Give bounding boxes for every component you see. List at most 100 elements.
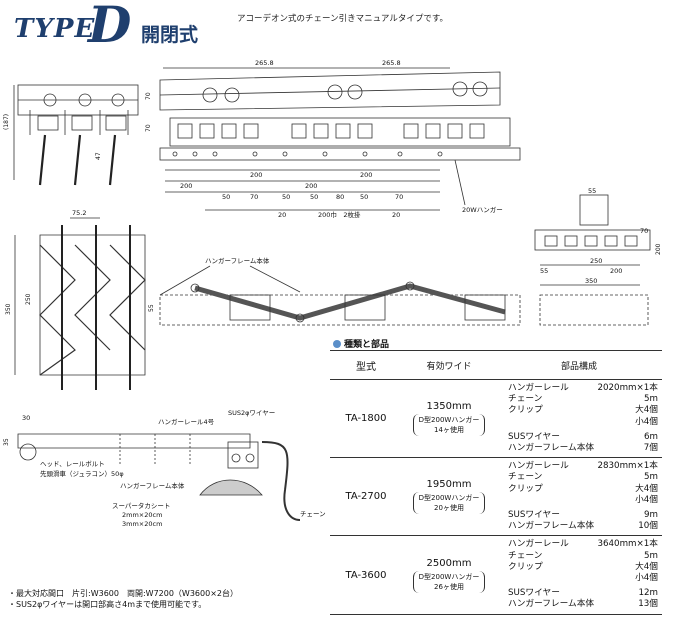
rail-front-view: 265.8 265.8 70 70 200 200 200 200 50 70 bbox=[145, 59, 521, 219]
super-tac-1: 2mm×20cm bbox=[122, 511, 162, 519]
dim-250-left: 250 bbox=[25, 293, 32, 305]
list-item: SUSワイヤー 9m bbox=[508, 510, 658, 521]
dim-80: 80 bbox=[336, 193, 344, 201]
pulley-label: 先頭滑車（ジュラコン）50φ bbox=[40, 469, 124, 478]
dim-200-right-v: 200 bbox=[655, 243, 662, 255]
list-item: クリップ 大4個 bbox=[508, 562, 658, 573]
part-value: 小4個 bbox=[635, 416, 658, 427]
dim-55-right: 55 bbox=[588, 187, 596, 195]
dim-20a: 20 bbox=[278, 211, 286, 219]
dim-50b: 50 bbox=[282, 193, 290, 201]
part-name: ハンガーフレーム本体 bbox=[508, 521, 595, 532]
part-name: クリップ bbox=[508, 561, 543, 572]
list-item: SUSワイヤー 6m bbox=[508, 432, 658, 443]
part-value: 大4個 bbox=[635, 483, 658, 494]
title-type-letter: D bbox=[88, 0, 132, 54]
list-item: クリップ大4個 bbox=[508, 484, 658, 495]
part-value: 小4個 bbox=[635, 494, 658, 505]
list-item: ハンガーフレーム本体 10個 bbox=[508, 521, 658, 532]
header-parts: 部品構成 bbox=[496, 350, 662, 380]
dim-70: 70 bbox=[250, 193, 258, 201]
dim-200-row2: 200 bbox=[180, 182, 192, 190]
hanger-frame-bottom-label: ハンガーフレーム本体 bbox=[120, 481, 185, 490]
rail-section-bottom: 30 35 ハンガーレール4号 SUS2φワイヤー ヘッド、レールボルト 先頭滑… bbox=[3, 409, 326, 528]
row-width-value: 1950mm bbox=[426, 479, 472, 491]
dim-50d: 50 bbox=[360, 193, 368, 201]
part-value: 2020mm×1本 bbox=[597, 383, 658, 393]
footnote-1: ・最大対応間口 片引:W3600 両開:W7200（W3600×2台） bbox=[8, 589, 238, 598]
dim-20b: 20 bbox=[392, 211, 400, 219]
end-view-right: 55 70 200 250 200 55 350 bbox=[534, 187, 662, 326]
list-item: チェーン 5m bbox=[508, 472, 658, 483]
part-value: 3640mm×1本 bbox=[597, 539, 658, 550]
part-name: SUSワイヤー bbox=[508, 510, 560, 521]
part-name: ハンガーレール bbox=[508, 383, 569, 393]
super-tac-2: 3mm×20cm bbox=[122, 520, 162, 528]
part-value: 12m bbox=[638, 588, 658, 599]
row-note-2: 26ヶ使用 bbox=[434, 582, 464, 591]
dim-187: (187) bbox=[3, 114, 10, 130]
list-item: ハンガーレール 2020mm×1本 bbox=[508, 383, 658, 394]
part-name: SUSワイヤー bbox=[508, 431, 560, 442]
dim-70-right: 70 bbox=[640, 227, 648, 235]
dim-200-row1b: 200 bbox=[360, 171, 372, 179]
title-type-word: TYPE bbox=[14, 14, 96, 44]
part-value: 2830mm×1本 bbox=[597, 461, 658, 472]
row-model: TA-1800 bbox=[330, 379, 402, 459]
dim-75-2: 75.2 bbox=[72, 209, 86, 217]
dim-50c: 50 bbox=[310, 193, 318, 201]
accordion-side-view: 75.2 350 250 55 bbox=[5, 209, 155, 390]
part-value: 9m bbox=[644, 510, 658, 521]
part-value: 10個 bbox=[638, 521, 658, 532]
part-value: 5m bbox=[644, 394, 658, 405]
dim-70a: 70 bbox=[145, 92, 152, 100]
part-name: チェーン bbox=[508, 394, 543, 405]
dim-35: 35 bbox=[3, 438, 10, 446]
dim-250-right: 250 bbox=[590, 257, 602, 265]
parts-heading-text: 種類と部品 bbox=[344, 340, 390, 350]
part-value: 6m bbox=[644, 431, 658, 442]
part-name: SUSワイヤー bbox=[508, 588, 560, 599]
dim-47: 47 bbox=[95, 152, 102, 160]
footnote-2: ・SUS2φワイヤーは開口部高さ4mまで使用可能です。 bbox=[8, 600, 207, 609]
row-note-2: 14ヶ使用 bbox=[434, 426, 464, 435]
chain-label: チェーン bbox=[300, 510, 326, 518]
part-name: ハンガーフレーム本体 bbox=[508, 599, 595, 610]
technical-drawing: (187) 47 265.8 265.8 70 70 200 200 bbox=[3, 59, 662, 528]
part-name: ハンガーフレーム本体 bbox=[508, 443, 595, 454]
hanger-20w-label: 20Wハンガー bbox=[462, 205, 503, 214]
subtitle: アコーデオン式のチェーン引きマニュアルタイプです。 bbox=[237, 14, 448, 24]
bullet-icon bbox=[333, 339, 341, 348]
hanger-frame-top-label: ハンガーフレーム本体 bbox=[205, 256, 270, 265]
dim-350-left: 350 bbox=[5, 303, 12, 315]
list-item: クリップ大4個 bbox=[508, 405, 658, 416]
pitch-label: 200巾 2枚掛 bbox=[318, 210, 361, 219]
part-value: 5m bbox=[644, 472, 658, 483]
row-model: TA-3600 bbox=[330, 535, 402, 615]
list-item: 小4個 bbox=[508, 495, 658, 506]
part-value: 大4個 bbox=[635, 561, 658, 572]
part-value: 5m bbox=[644, 550, 658, 561]
plan-view-frames: ハンガーフレーム本体 bbox=[159, 256, 521, 326]
list-item: 小4個 bbox=[508, 573, 658, 584]
parts-heading: 種類と部品 bbox=[333, 337, 389, 350]
dim-350-right: 350 bbox=[585, 277, 597, 285]
footnotes: ・最大対応間口 片引:W3600 両開:W7200（W3600×2台） ・SUS… bbox=[8, 588, 238, 610]
part-name: チェーン bbox=[508, 472, 543, 483]
list-item: SUSワイヤー 12m bbox=[508, 588, 658, 599]
dim-200-row1: 200 bbox=[250, 171, 262, 179]
dim-265-left: 265.8 bbox=[255, 59, 274, 67]
row-note-2: 20ヶ使用 bbox=[434, 504, 464, 513]
part-value: 大4個 bbox=[635, 405, 658, 416]
hanger-rail-4-label: ハンガーレール4号 bbox=[158, 417, 215, 426]
dim-55-left: 55 bbox=[148, 304, 155, 312]
